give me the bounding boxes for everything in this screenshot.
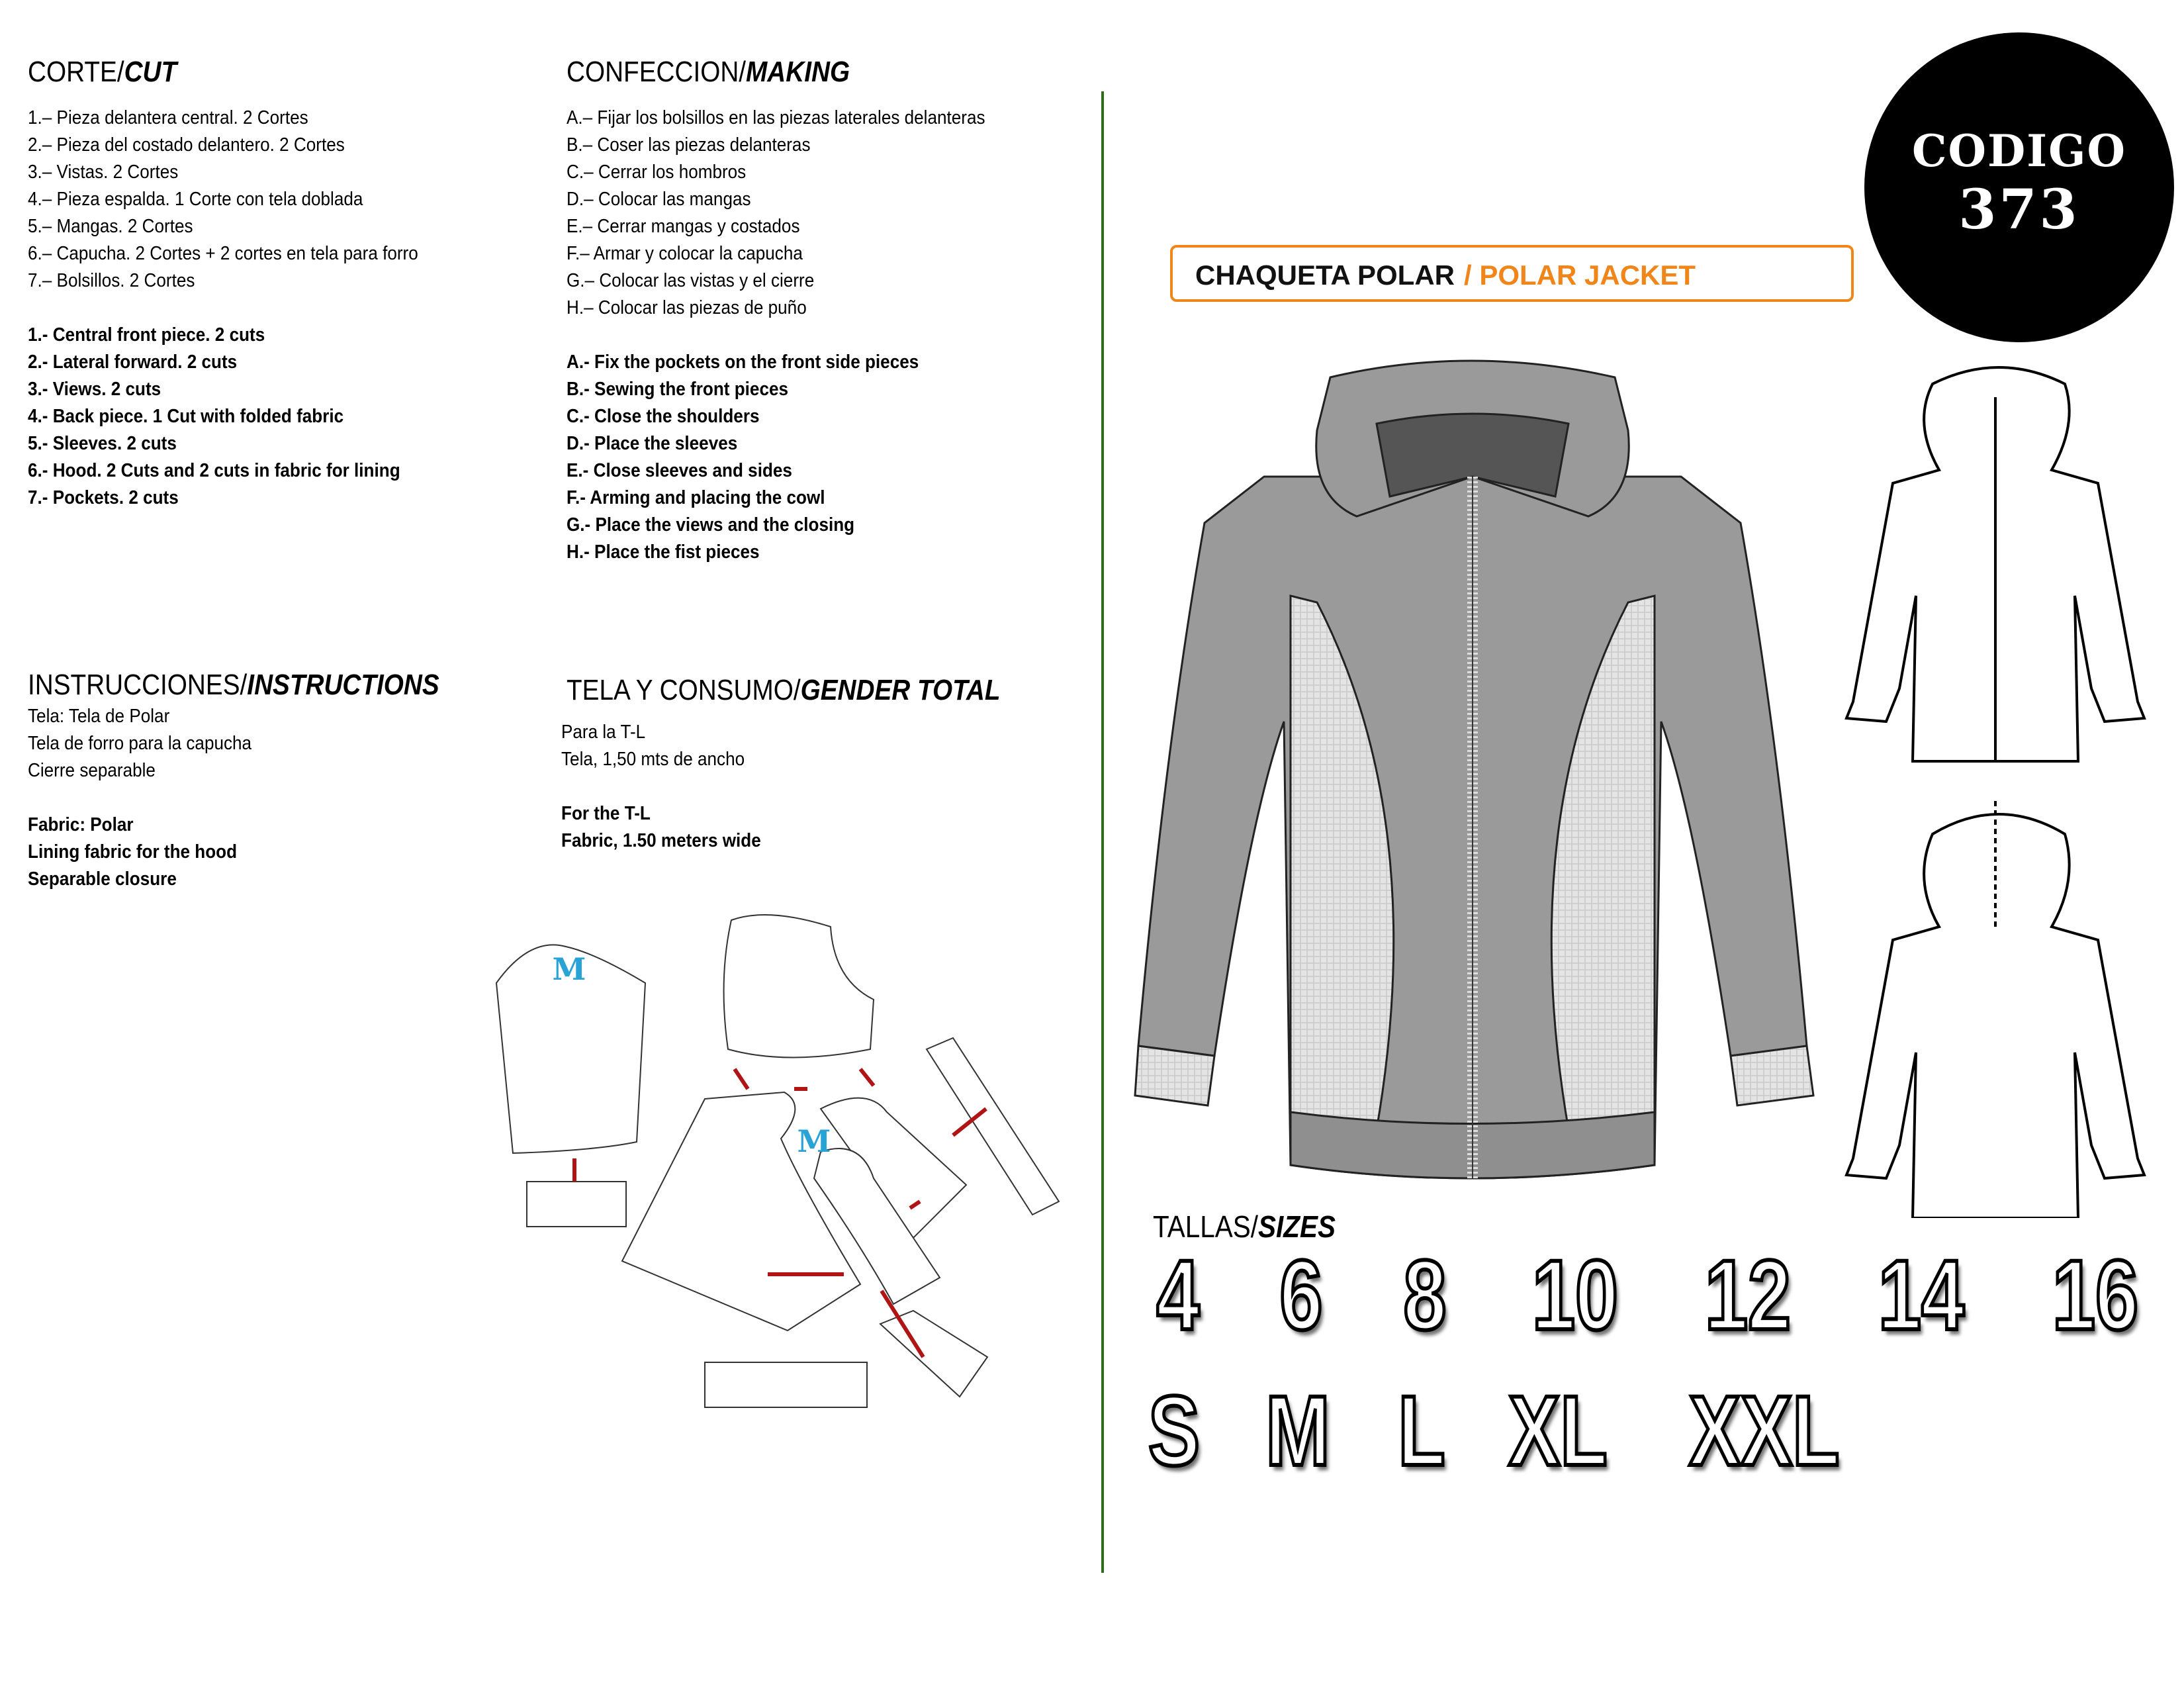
list-item: 1.– Pieza delantera central. 2 Cortes: [28, 107, 308, 128]
list-item: A.– Fijar los bolsillos en las piezas la…: [567, 107, 985, 128]
list-item: 5.- Sleeves. 2 cuts: [28, 433, 177, 454]
list-item: 7.– Bolsillos. 2 Cortes: [28, 270, 195, 291]
product-name-es: CHAQUETA POLAR: [1195, 259, 1455, 291]
list-item: H.- Place the fist pieces: [567, 541, 760, 563]
list-item: Lining fabric for the hood: [28, 841, 238, 863]
band-pattern-piece: [704, 1362, 868, 1408]
size-6: 6: [1278, 1237, 1324, 1352]
size-14: 14: [1877, 1237, 1966, 1352]
size-s: S: [1147, 1373, 1202, 1488]
list-item: Tela: Tela de Polar: [28, 706, 170, 727]
list-item: Tela de forro para la capucha: [28, 733, 252, 754]
facing-pattern-piece: [925, 1037, 1060, 1216]
list-item: Separable closure: [28, 868, 177, 890]
fabric-title-en: GENDER TOTAL: [800, 674, 1001, 706]
code-number: 373: [1958, 178, 2080, 242]
list-item: 4.– Pieza espalda. 1 Corte con tela dobl…: [28, 189, 363, 210]
list-item: H.– Colocar las piezas de puño: [567, 297, 807, 318]
list-item: For the T-L: [561, 803, 651, 824]
list-item: 7.- Pockets. 2 cuts: [28, 487, 179, 508]
list-item: B.- Sewing the front pieces: [567, 379, 788, 400]
making-title: CONFECCION/: [567, 56, 747, 88]
list-item: D.- Place the sleeves: [567, 433, 738, 454]
cuff-pattern-piece: [526, 1181, 627, 1227]
size-10: 10: [1531, 1237, 1620, 1352]
product-title-box: CHAQUETA POLAR / POLAR JACKET: [1170, 245, 1854, 302]
making-heading: CONFECCION/MAKING: [567, 56, 850, 89]
size-m: M: [1264, 1373, 1332, 1488]
list-item: F.– Armar y colocar la capucha: [567, 243, 803, 264]
sizes-title-en: SIZES: [1258, 1209, 1336, 1244]
list-item: C.– Cerrar los hombros: [567, 162, 747, 183]
size-16: 16: [2051, 1237, 2140, 1352]
instructions-title: INSTRUCCIONES/: [28, 669, 248, 701]
list-item: 3.- Views. 2 cuts: [28, 379, 161, 400]
pattern-pieces-diagram: M M: [495, 914, 1060, 1408]
instructions-list: Tela: Tela de Polar Tela de forro para l…: [28, 703, 251, 893]
list-item: 4.- Back piece. 1 Cut with folded fabric: [28, 406, 344, 427]
cut-list: 1.– Pieza delantera central. 2 Cortes 2.…: [28, 105, 418, 512]
fabric-list: Para la T-L Tela, 1,50 mts de ancho For …: [561, 719, 761, 855]
list-item: 1.- Central front piece. 2 cuts: [28, 324, 265, 346]
making-title-en: MAKING: [746, 56, 850, 88]
list-item: D.– Colocar las mangas: [567, 189, 751, 210]
size-xl: XL: [1507, 1373, 1609, 1488]
cut-title: CORTE/: [28, 56, 124, 88]
list-item: A.- Fix the pockets on the front side pi…: [567, 352, 919, 373]
list-item: Fabric: Polar: [28, 814, 134, 835]
front-pattern-piece: [621, 1091, 862, 1332]
size-l: L: [1396, 1373, 1447, 1488]
sleeve-pattern-piece: [495, 944, 647, 1154]
instructions-title-en: INSTRUCTIONS: [247, 669, 439, 701]
size-mark: M: [797, 1123, 831, 1159]
list-item: E.– Cerrar mangas y costados: [567, 216, 800, 237]
size-8: 8: [1402, 1237, 1448, 1352]
list-item: B.– Coser las piezas delanteras: [567, 134, 811, 156]
code-badge: CODIGO 373: [1864, 32, 2174, 342]
list-item: 6.– Capucha. 2 Cortes + 2 cortes en tela…: [28, 243, 418, 264]
cut-title-en: CUT: [124, 56, 177, 88]
list-item: 5.– Mangas. 2 Cortes: [28, 216, 193, 237]
list-item: 2.- Lateral forward. 2 cuts: [28, 352, 238, 373]
list-item: F.- Arming and placing the cowl: [567, 487, 825, 508]
list-item: G.– Colocar las vistas y el cierre: [567, 270, 815, 291]
back-pattern-piece: [819, 1097, 968, 1239]
list-item: G.- Place the views and the closing: [567, 514, 855, 536]
back-flat-sketch: [1844, 813, 2146, 1218]
size-xxl: XXL: [1688, 1373, 1841, 1488]
list-item: 2.– Pieza del costado delantero. 2 Corte…: [28, 134, 345, 156]
divider-line: [1101, 91, 1104, 1573]
product-name-en: / POLAR JACKET: [1464, 259, 1696, 291]
cut-heading: CORTE/CUT: [28, 56, 177, 89]
pocket-pattern-piece: [879, 1309, 989, 1398]
sizes-heading: TALLAS/SIZES: [1153, 1209, 1336, 1244]
list-item: Para la T-L: [561, 722, 646, 743]
code-label: CODIGO: [1912, 125, 2126, 177]
list-item: Tela, 1,50 mts de ancho: [561, 749, 745, 770]
list-item: Fabric, 1.50 meters wide: [561, 830, 761, 851]
list-item: 6.- Hood. 2 Cuts and 2 cuts in fabric fo…: [28, 460, 400, 481]
list-item: E.- Close sleeves and sides: [567, 460, 792, 481]
sizes-title: TALLAS/: [1153, 1209, 1259, 1244]
size-12: 12: [1704, 1237, 1793, 1352]
jacket-front-illustration: [1134, 359, 1815, 1180]
jacket-flat-sketches: [1844, 366, 2146, 1218]
list-item: 3.– Vistas. 2 Cortes: [28, 162, 179, 183]
instructions-heading: INSTRUCCIONES/INSTRUCTIONS: [28, 669, 439, 702]
fabric-heading: TELA Y CONSUMO/GENDER TOTAL: [567, 674, 1000, 707]
size-4: 4: [1155, 1237, 1201, 1352]
making-list: A.– Fijar los bolsillos en las piezas la…: [567, 105, 985, 566]
list-item: C.- Close the shoulders: [567, 406, 760, 427]
hood-pattern-piece: [723, 914, 875, 1058]
side-pattern-piece: [813, 1148, 941, 1305]
list-item: Cierre separable: [28, 760, 156, 781]
fabric-title: TELA Y CONSUMO/: [567, 674, 801, 706]
size-mark: M: [553, 951, 586, 987]
